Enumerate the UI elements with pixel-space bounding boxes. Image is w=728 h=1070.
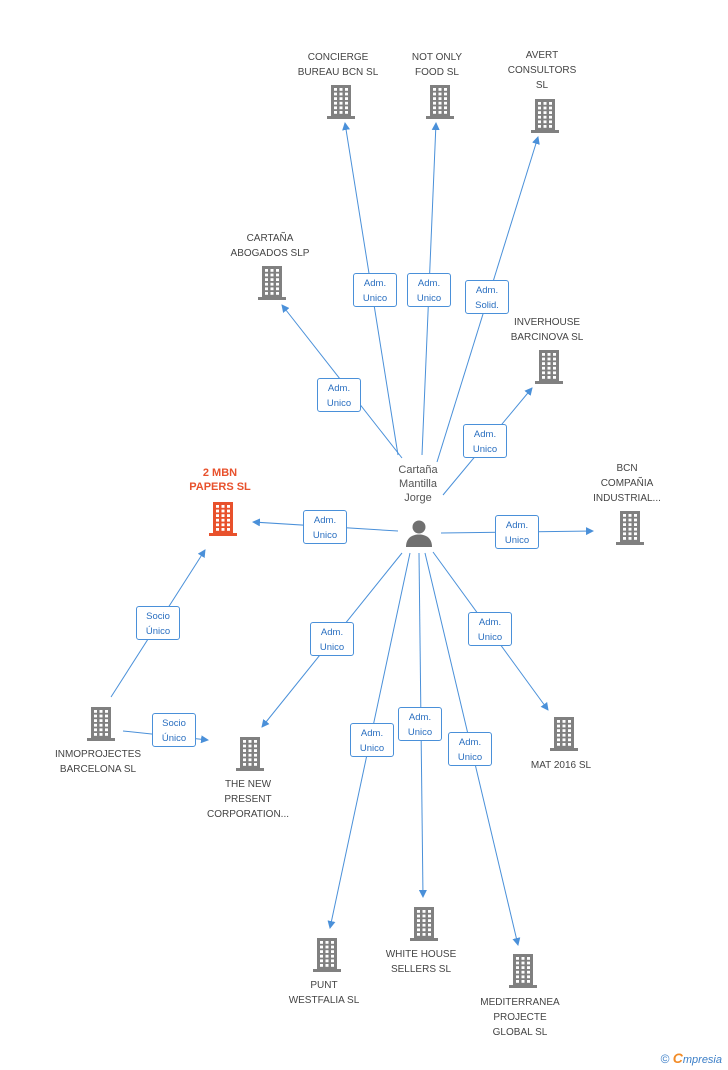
company-node-mat[interactable]	[548, 716, 580, 752]
company-name-inverhouse[interactable]: INVERHOUSE BARCINOVA SL	[510, 317, 584, 343]
edge-label-mat[interactable]: Adm. Unico	[468, 612, 512, 646]
building-icon	[258, 266, 286, 300]
building-icon	[426, 85, 454, 119]
company-node-avert[interactable]	[529, 98, 561, 134]
edge-label-thenew[interactable]: Adm. Unico	[310, 622, 354, 656]
edge-label-inverhouse[interactable]: Adm. Unico	[463, 424, 507, 458]
edge-label-bcn[interactable]: Adm. Unico	[495, 515, 539, 549]
brand-name: mpresia	[682, 1054, 722, 1066]
brand-initial: C	[672, 1050, 683, 1066]
building-icon	[509, 954, 537, 988]
company-node-concierge[interactable]	[325, 84, 357, 120]
building-icon	[531, 99, 559, 133]
edge-label-mbn[interactable]: Adm. Unico	[303, 510, 347, 544]
edge-label-avert[interactable]: Adm. Solid.	[465, 280, 509, 314]
company-node-punt[interactable]	[311, 937, 343, 973]
building-icon	[616, 511, 644, 545]
company-name-punt[interactable]: PUNT WESTFALIA SL	[288, 980, 360, 1006]
company-node-inverhouse[interactable]	[533, 349, 565, 385]
edge-label-abogados[interactable]: Adm. Unico	[317, 378, 361, 412]
company-name-notonly[interactable]: NOT ONLY FOOD SL	[411, 52, 463, 78]
company-name-abogados[interactable]: CARTAÑA ABOGADOS SLP	[230, 233, 310, 259]
building-icon	[410, 907, 438, 941]
company-node-white[interactable]	[408, 906, 440, 942]
edge-label-concierge[interactable]: Adm. Unico	[353, 273, 397, 307]
footer-brand: © Cmpresia	[661, 1050, 722, 1066]
building-icon	[313, 938, 341, 972]
company-name-bcn[interactable]: BCN COMPAÑIA INDUSTRIAL...	[593, 463, 661, 504]
company-node-thenew[interactable]	[234, 736, 266, 772]
company-name-avert[interactable]: AVERT CONSULTORS SL	[507, 50, 577, 91]
company-name-concierge[interactable]: CONCIERGE BUREAU BCN SL	[297, 52, 379, 78]
company-node-notonly[interactable]	[424, 84, 456, 120]
company-node-inmo[interactable]	[85, 706, 117, 742]
copyright-symbol: ©	[660, 1052, 670, 1066]
building-icon	[550, 717, 578, 751]
company-name-inmo[interactable]: INMOPROJECTES BARCELONA SL	[54, 749, 142, 775]
edge-label-notonly[interactable]: Adm. Unico	[407, 273, 451, 307]
person-node[interactable]	[405, 519, 433, 547]
company-name-white[interactable]: WHITE HOUSE SELLERS SL	[385, 949, 457, 975]
edge-label-thenew[interactable]: Socio Único	[152, 713, 196, 747]
edge-label-white[interactable]: Adm. Unico	[398, 707, 442, 741]
building-icon	[236, 737, 264, 771]
edge-label-medit[interactable]: Adm. Unico	[448, 732, 492, 766]
person-name[interactable]: Cartaña Mantilla Jorge	[398, 464, 438, 504]
person-icon	[406, 520, 432, 547]
edge-label-punt[interactable]: Adm. Unico	[350, 723, 394, 757]
building-icon	[87, 707, 115, 741]
company-node-medit[interactable]	[507, 953, 539, 989]
building-icon	[209, 502, 237, 536]
edge-label-mbn[interactable]: Socio Único	[136, 606, 180, 640]
company-name-thenew[interactable]: THE NEW PRESENT CORPORATION...	[206, 779, 290, 820]
company-node-bcn[interactable]	[614, 510, 646, 546]
company-node-abogados[interactable]	[256, 265, 288, 301]
company-name-medit[interactable]: MEDITERRANEA PROJECTE GLOBAL SL	[480, 997, 560, 1038]
company-name-mbn[interactable]: 2 MBN PAPERS SL	[189, 467, 251, 493]
company-name-mat[interactable]: MAT 2016 SL	[530, 760, 592, 771]
building-icon	[327, 85, 355, 119]
company-node-mbn[interactable]	[207, 501, 239, 537]
building-icon	[535, 350, 563, 384]
